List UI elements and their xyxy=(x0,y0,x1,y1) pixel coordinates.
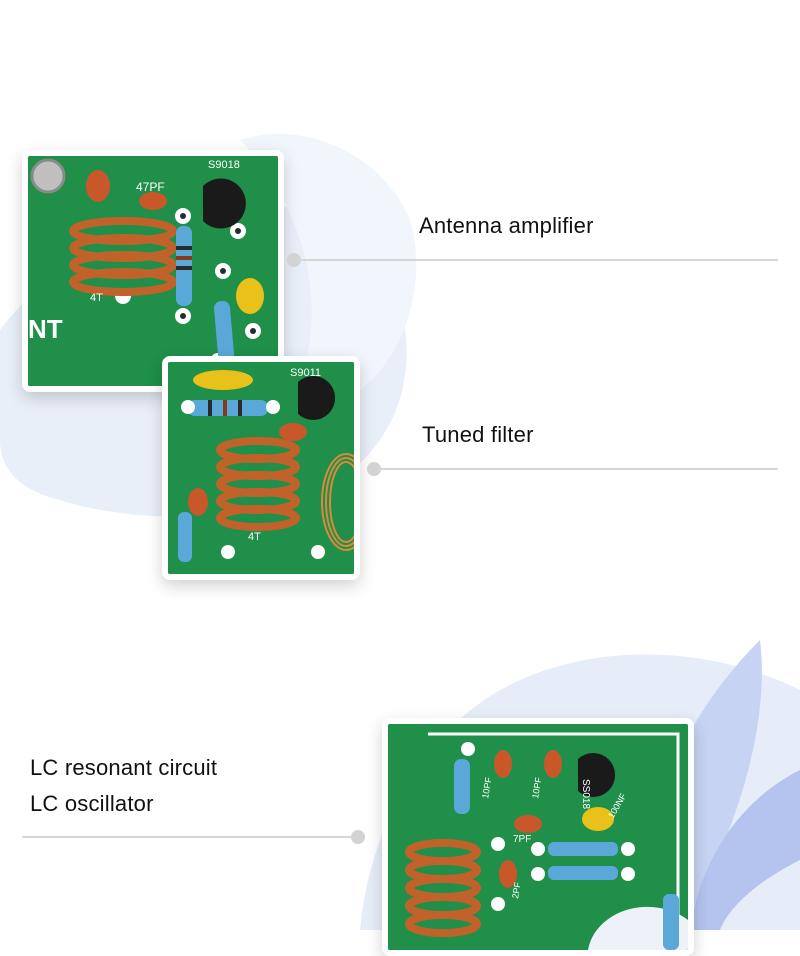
capacitor-label: 10PF xyxy=(480,776,494,799)
callout-line-lc xyxy=(22,836,357,838)
pcb-illustration: 47PF S9018 4T NT 100 xyxy=(28,156,278,386)
transistor-label: SS018 xyxy=(580,779,591,809)
photo-tuned-filter: S9011 4T xyxy=(162,356,360,580)
edge-text: NT xyxy=(28,314,63,344)
capacitor-label: 47PF xyxy=(136,180,165,194)
transistor-label: S9011 xyxy=(290,367,321,379)
callout-antenna-amplifier: Antenna amplifier xyxy=(419,213,594,238)
callout-tuned-filter: Tuned filter xyxy=(422,422,534,447)
pcb-illustration: SS018 10PF 10PF 7PF 2PF 100NF xyxy=(388,724,688,950)
capacitor-label: 7PF xyxy=(513,834,531,845)
callout-lc-resonant-circuit: LC resonant circuit xyxy=(30,755,218,780)
callout-line-filter xyxy=(378,468,778,470)
callout-dot-lc xyxy=(351,830,365,844)
callout-lc-oscillator: LC oscillator xyxy=(30,791,154,816)
capacitor-label: 10PF xyxy=(530,776,544,799)
pcb-illustration: S9011 4T xyxy=(168,362,354,574)
photo-antenna-amplifier: 47PF S9018 4T NT 100 xyxy=(22,150,284,392)
background-blob-top-light xyxy=(240,133,417,391)
callout-dot-filter xyxy=(367,462,381,476)
transistor-label: S9018 xyxy=(208,159,240,171)
capacitor-label: 2PF xyxy=(510,881,523,899)
callout-dot-antenna xyxy=(287,253,301,267)
coil-label: 4T xyxy=(248,531,261,543)
background-leaf-2 xyxy=(690,770,800,930)
callout-line-antenna xyxy=(298,259,778,261)
photo-lc-circuit: SS018 10PF 10PF 7PF 2PF 100NF xyxy=(382,718,694,956)
coil-label: 4T xyxy=(90,292,103,304)
